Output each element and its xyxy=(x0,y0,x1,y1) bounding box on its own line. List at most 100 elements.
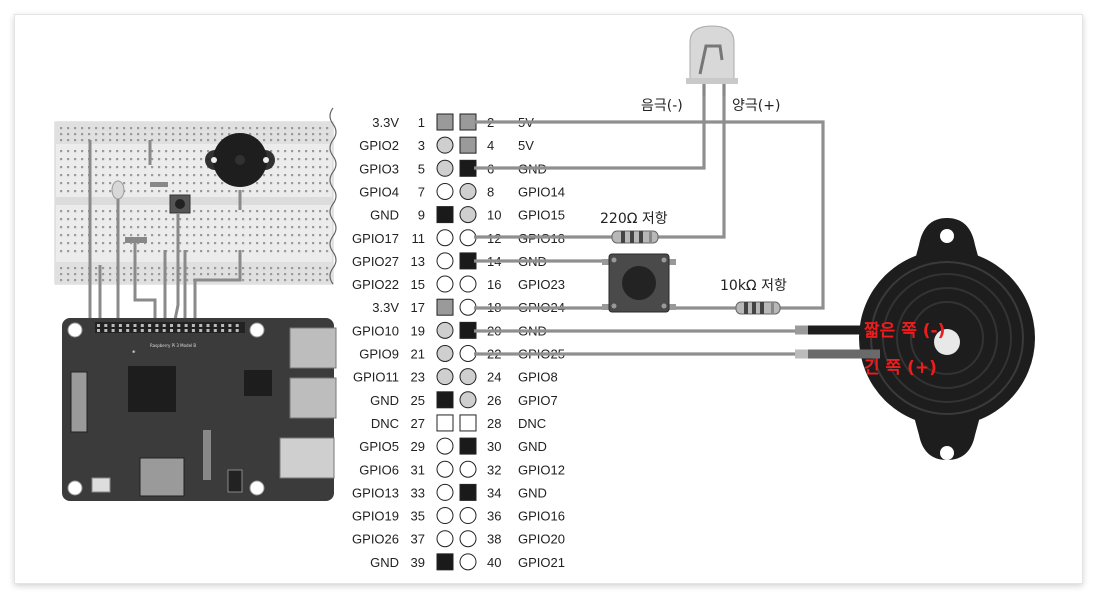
pin-36-label: GPIO16 xyxy=(518,509,565,524)
breadboard-cut-edge xyxy=(329,107,337,285)
pin-18-icon xyxy=(459,298,477,316)
soc-chip xyxy=(128,366,176,412)
gpio-header xyxy=(95,322,245,333)
pin-17-icon xyxy=(436,298,454,316)
pin-14-icon xyxy=(459,252,477,270)
pin-21-label: GPIO9 xyxy=(359,347,399,362)
breadboard xyxy=(54,107,337,321)
push-button-icon xyxy=(602,253,676,313)
pin-25-label: GND xyxy=(370,393,399,408)
buzzer-short-label: 짧은 쪽 (-) xyxy=(864,320,945,341)
resistor-10k-label: 10kΩ 저항 xyxy=(720,278,787,294)
usb-port-icon xyxy=(289,327,337,369)
pin-32-icon xyxy=(459,460,477,478)
pin-4-icon xyxy=(459,136,477,154)
pin-38-label: GPIO20 xyxy=(518,532,565,547)
pin-27-label: DNC xyxy=(371,416,399,431)
pin-3-number: 3 xyxy=(418,138,425,153)
pin-8-icon xyxy=(459,182,477,200)
pin-33-icon xyxy=(436,483,454,501)
pin-23-label: GPIO11 xyxy=(353,370,399,385)
pin-28-label: DNC xyxy=(518,416,546,431)
raspberry-pi-board: Raspberry Pi 3 Model B ❀ xyxy=(62,318,337,501)
pin-11-icon xyxy=(436,229,454,247)
pin-37-number: 37 xyxy=(411,532,425,547)
pin-9-icon xyxy=(436,206,454,224)
pin-28-icon xyxy=(459,414,477,432)
pin-37-icon xyxy=(436,530,454,548)
pin-31-label: GPIO6 xyxy=(359,462,399,477)
pin-2-icon xyxy=(459,113,477,131)
pin-29-icon xyxy=(436,437,454,455)
pin-40-number: 40 xyxy=(487,555,501,570)
svg-text:Raspberry Pi 3 Model B: Raspberry Pi 3 Model B xyxy=(150,343,196,348)
pin-23-number: 23 xyxy=(411,370,425,385)
pin-15-icon xyxy=(436,275,454,293)
pin-7-icon xyxy=(436,182,454,200)
pin-7-number: 7 xyxy=(418,184,425,199)
pin-23-icon xyxy=(436,368,454,386)
pin-row: GND 25 26 GPIO7 xyxy=(370,391,558,409)
pin-31-icon xyxy=(436,460,454,478)
pin-26-icon xyxy=(459,391,477,409)
pin-33-label: GPIO13 xyxy=(352,485,399,500)
pin-21-icon xyxy=(436,345,454,362)
pin-31-number: 31 xyxy=(411,462,425,477)
pin-13-number: 13 xyxy=(411,254,425,269)
pin-22-icon xyxy=(459,345,477,362)
pin-5-icon xyxy=(436,159,454,177)
pin-40-icon xyxy=(459,553,477,571)
pin-26-label: GPIO7 xyxy=(518,393,558,408)
pin-28-number: 28 xyxy=(487,416,501,431)
wires xyxy=(474,84,825,356)
pin-5-label: GPIO3 xyxy=(359,161,399,176)
pin-34-number: 34 xyxy=(487,485,501,500)
pin-12-icon xyxy=(459,229,477,247)
resistor-10k-icon xyxy=(735,301,781,315)
usb-port-2-icon xyxy=(289,377,337,419)
pin-1-number: 1 xyxy=(418,115,425,130)
audio-jack-icon xyxy=(227,469,243,493)
pin-9-number: 9 xyxy=(418,208,425,223)
pin-24-label: GPIO8 xyxy=(518,370,558,385)
pin-4-number: 4 xyxy=(487,138,494,153)
pin-26-number: 26 xyxy=(487,393,501,408)
pin-15-label: GPIO22 xyxy=(352,277,399,292)
led-cathode-label: 음극(-) xyxy=(641,98,683,114)
mini-led-icon xyxy=(111,180,125,200)
pin-24-icon xyxy=(459,368,477,386)
pin-35-label: GPIO19 xyxy=(352,509,399,524)
raspberry-logo-icon: ❀ xyxy=(132,349,136,354)
pin-30-number: 30 xyxy=(487,439,501,454)
pin-16-number: 16 xyxy=(487,277,501,292)
pin-7-label: GPIO4 xyxy=(359,184,399,199)
pin-25-number: 25 xyxy=(411,393,425,408)
pin-19-icon xyxy=(436,321,454,339)
pin-19-label: GPIO10 xyxy=(352,323,399,338)
wire-led-cathode xyxy=(474,84,706,170)
pin-13-label: GPIO27 xyxy=(352,254,399,269)
pin-17-number: 17 xyxy=(411,300,425,315)
resistor-220-label: 220Ω 저항 xyxy=(600,211,668,227)
pin-1-label: 3.3V xyxy=(372,115,399,130)
pin-row: GPIO22 15 16 GPIO23 xyxy=(352,275,565,293)
led-icon xyxy=(686,25,738,96)
pin-40-label: GPIO21 xyxy=(518,555,565,570)
pin-16-label: GPIO23 xyxy=(518,277,565,292)
pin-34-label: GND xyxy=(518,485,547,500)
buzzer-icon xyxy=(795,218,1035,460)
pin-10-number: 10 xyxy=(487,208,501,223)
pin-4-label: 5V xyxy=(518,138,534,153)
pin-17-label: 3.3V xyxy=(372,300,399,315)
pin-15-number: 15 xyxy=(411,277,425,292)
pin-36-number: 36 xyxy=(487,509,501,524)
